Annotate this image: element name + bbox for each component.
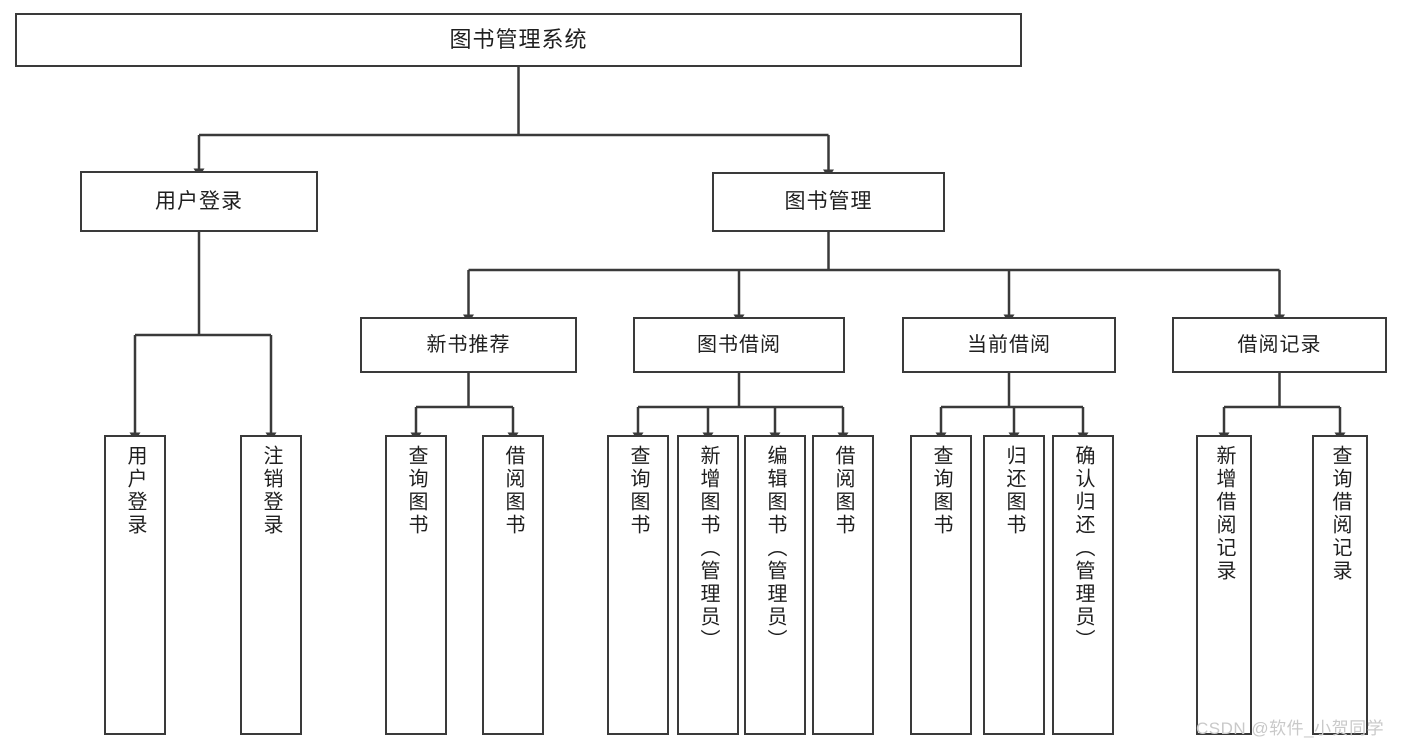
node-label: 当前借阅 xyxy=(967,333,1051,356)
node-l3-d3[interactable]: 确认归还（管理员） xyxy=(1052,435,1114,735)
node-l3-a2[interactable]: 注销登录 xyxy=(240,435,302,735)
node-l1-book[interactable]: 图书管理 xyxy=(712,172,945,232)
node-label: 注销登录 xyxy=(260,445,282,537)
node-l3-a1[interactable]: 用户登录 xyxy=(104,435,166,735)
node-l3-c2[interactable]: 新增图书（管理员） xyxy=(677,435,739,735)
node-l3-d1[interactable]: 查询图书 xyxy=(910,435,972,735)
node-l3-c4[interactable]: 借阅图书 xyxy=(812,435,874,735)
node-label: 查询借阅记录 xyxy=(1329,445,1351,583)
node-l2-newrec[interactable]: 新书推荐 xyxy=(360,317,577,373)
node-root[interactable]: 图书管理系统 xyxy=(15,13,1022,67)
node-l2-current[interactable]: 当前借阅 xyxy=(902,317,1116,373)
node-l3-d2[interactable]: 归还图书 xyxy=(983,435,1045,735)
node-label: 借阅图书 xyxy=(502,445,524,537)
node-label: 查询图书 xyxy=(627,445,649,537)
node-label: 用户登录 xyxy=(124,445,146,537)
node-label: 图书管理 xyxy=(784,190,873,214)
node-l3-b2[interactable]: 借阅图书 xyxy=(482,435,544,735)
node-l3-e1[interactable]: 新增借阅记录 xyxy=(1196,435,1252,735)
node-label: 新增借阅记录 xyxy=(1213,445,1235,583)
node-l2-borrow[interactable]: 图书借阅 xyxy=(633,317,845,373)
node-label: 确认归还（管理员） xyxy=(1072,445,1094,652)
node-label: 归还图书 xyxy=(1003,445,1025,537)
node-label: 图书管理系统 xyxy=(449,26,588,52)
node-label: 借阅记录 xyxy=(1237,333,1322,356)
node-l2-history[interactable]: 借阅记录 xyxy=(1172,317,1387,373)
node-label: 新书推荐 xyxy=(426,333,511,356)
node-label: 借阅图书 xyxy=(832,445,854,537)
node-l3-c3[interactable]: 编辑图书（管理员） xyxy=(744,435,806,735)
node-label: 新增图书（管理员） xyxy=(697,445,719,652)
node-l1-user[interactable]: 用户登录 xyxy=(80,171,318,232)
node-label: 用户登录 xyxy=(155,189,243,213)
node-label: 编辑图书（管理员） xyxy=(764,445,786,652)
node-label: 图书借阅 xyxy=(697,333,781,356)
node-l3-c1[interactable]: 查询图书 xyxy=(607,435,669,735)
node-l3-e2[interactable]: 查询借阅记录 xyxy=(1312,435,1368,735)
node-label: 查询图书 xyxy=(405,445,427,537)
node-l3-b1[interactable]: 查询图书 xyxy=(385,435,447,735)
csdn-watermark: CSDN @软件_小贺同学 xyxy=(1196,719,1385,738)
node-label: 查询图书 xyxy=(930,445,952,537)
